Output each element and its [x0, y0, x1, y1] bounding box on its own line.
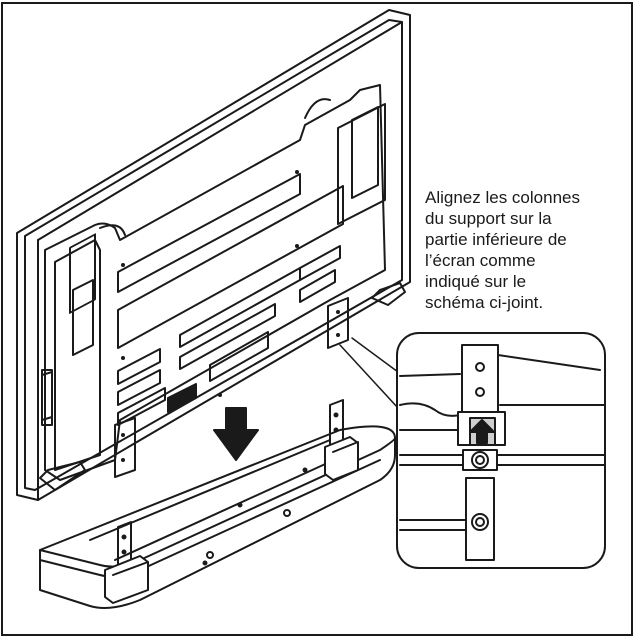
magnifier-callout	[396, 332, 606, 569]
down-arrow-icon	[213, 407, 259, 461]
instruction-line: du support sur la	[425, 209, 552, 228]
tv-panel	[16, 9, 411, 501]
instruction-line: partie inférieure de	[425, 230, 567, 249]
instruction-line: indiqué sur le	[425, 272, 527, 291]
instruction-text: Alignez les colonnes du support sur la p…	[425, 187, 630, 313]
instruction-line: l’écran comme	[425, 251, 536, 270]
instruction-line: Alignez les colonnes	[425, 188, 580, 207]
instruction-line: schéma ci-joint.	[425, 293, 544, 312]
up-arrow-icon	[469, 419, 495, 444]
stand-base	[39, 399, 396, 609]
speaker-grille	[167, 383, 197, 413]
